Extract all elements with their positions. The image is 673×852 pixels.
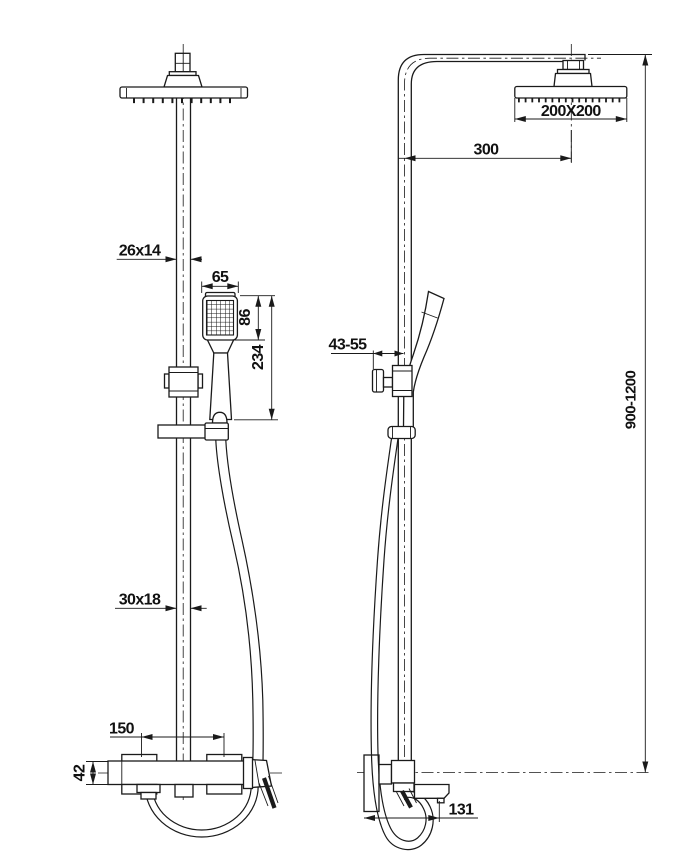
dim-riser-height: 900-1200 [588,54,652,773]
valve-bottom-port [174,783,194,798]
slider-bracket-side [371,364,413,398]
valve-body-front [107,760,253,786]
holder-dome [211,411,228,424]
head-plate-front [119,86,249,99]
side-view: 200X200 300 43-55 900-1200 1 [329,44,652,851]
dim-wall-clearance: 43-55 [329,337,404,369]
hose-loop-front [144,785,259,838]
dim-valve-height: 42 [72,761,108,785]
ceiling-nut-front [174,52,191,73]
hand-shower-front [202,291,239,441]
gooseneck-riser-side [397,53,586,761]
hand-shower-holder [204,422,229,441]
dim-lower-pipe-label: 30x18 [119,592,161,609]
wall-nut-side [378,763,393,785]
hose-guide-clamp-side [387,425,416,440]
dim-hand-shower-width-label: 65 [212,269,229,286]
valve-end-cap [242,756,254,790]
mixer-valve-front [107,753,279,809]
dim-spout-reach-label: 131 [449,802,475,819]
shower-hose-side [370,438,434,851]
dim-head-size-label: 200X200 [541,103,602,120]
dim-handle-spacing-label: 150 [109,721,135,738]
valve-handle-right-bottom [206,783,243,795]
head-mount-side [553,72,593,88]
hand-shower-face-mesh [205,299,235,336]
holder-rail-front [157,424,209,439]
dim-riser-height-label: 900-1200 [623,370,640,429]
hose-end-front [262,777,277,809]
dim-upper-pipe: 26x14 [116,243,202,263]
mixer-valve-side [378,759,450,809]
dim-lower-pipe: 30x18 [115,592,207,612]
dim-wall-clearance-label: 43-55 [329,337,368,354]
head-mount-front [163,74,203,88]
tub-spout [413,783,450,799]
hand-shower-side [402,290,445,428]
shower-hose-front [144,439,264,838]
hose-outlet-fitting [136,783,161,794]
dim-hand-shower-length: 234 [234,295,278,421]
valve-body-side [390,759,416,784]
spout-nozzle [436,797,445,804]
dim-hand-shower-head-height-label: 86 [237,309,254,326]
dim-handle-spacing: 150 [109,721,225,757]
rain-shower-head-side [514,59,628,103]
side-riser-centerline [404,57,601,800]
dim-head-offset: 300 [398,130,572,162]
slider-clamp-front [163,366,204,398]
slider-knob [371,368,385,393]
dim-hand-shower-width: 65 [201,269,239,293]
hand-shower-handle [209,352,233,421]
rain-shower-head-front [119,52,249,104]
dim-head-offset-label: 300 [474,142,500,159]
dim-hand-shower-head-height: 86 [233,295,275,341]
hand-shower-wand [402,290,445,428]
dim-upper-pipe-label: 26x14 [119,243,161,260]
front-view: 26x14 65 86 234 30x18 [72,44,285,838]
dim-head-size: 200X200 [514,98,628,122]
dim-valve-height-label: 42 [72,764,89,781]
dim-hand-shower-length-label: 234 [250,344,267,370]
hose-end-side [400,789,413,809]
dim-spout-reach: 131 [364,801,478,822]
head-nut-side [562,59,585,71]
head-plate-side [514,85,628,99]
